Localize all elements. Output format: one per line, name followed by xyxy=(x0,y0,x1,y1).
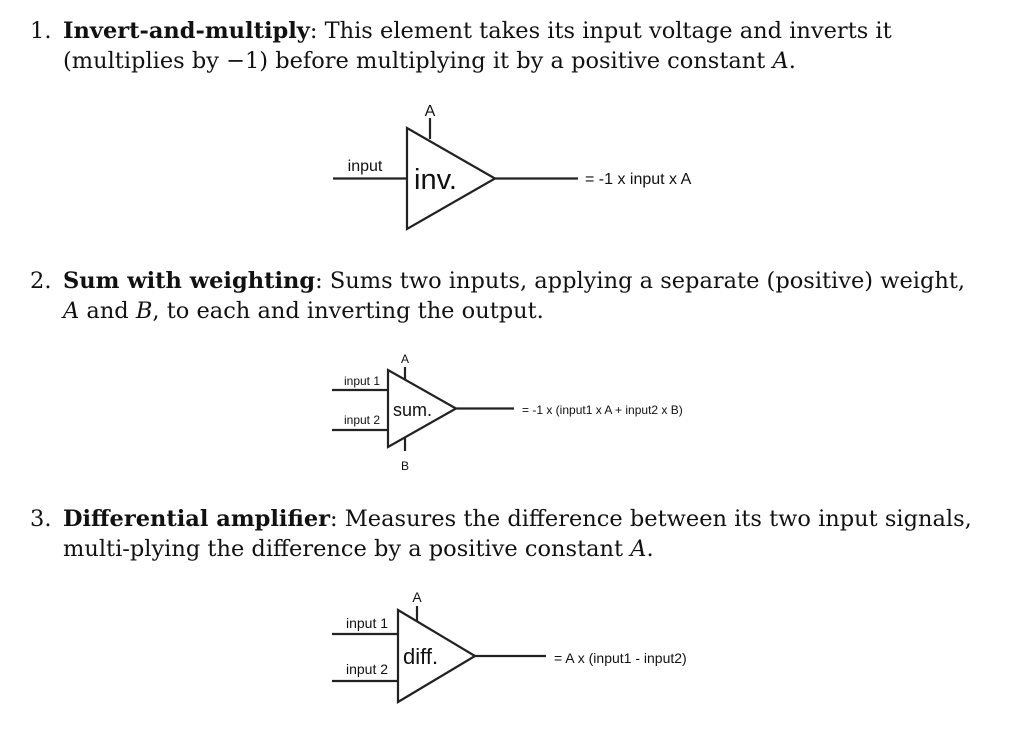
differential-gain-label: A xyxy=(412,589,422,605)
inverter-input-label: input xyxy=(348,158,383,175)
inverter-output-expression: = -1 x input x A xyxy=(585,171,692,188)
differential-triangle xyxy=(396,608,478,704)
inverter-diagram: A input inv. = -1 x input x A xyxy=(333,103,692,231)
summer-input1-label: input 1 xyxy=(344,374,380,388)
symbol-b: B xyxy=(135,298,153,324)
item-paragraph: Sum with weighting: Sums two inputs, app… xyxy=(63,268,966,324)
item-paragraph: Invert-and-multiply: This element takes … xyxy=(63,18,892,74)
symbol-a: A xyxy=(772,48,789,74)
inverter-block-label: inv. xyxy=(414,164,457,196)
summer-gain-a-label: A xyxy=(401,352,409,366)
summer-input2-label: input 2 xyxy=(344,413,380,427)
summer-triangle xyxy=(386,368,459,449)
list-item-invert-and-multiply: 1. Invert-and-multiply: This element tak… xyxy=(30,16,980,76)
differential-input2-label: input 2 xyxy=(346,661,388,677)
differential-block-label: diff. xyxy=(403,644,438,669)
list-item-differential-amplifier: 3. Differential amplifier: Measures the … xyxy=(30,504,980,564)
symbol-a: A xyxy=(63,298,80,324)
summer-output-expression: = -1 x (input1 x A + input2 x B) xyxy=(522,403,683,417)
item-description: Sums two inputs, applying a separate (po… xyxy=(329,268,966,294)
symbol-a: A xyxy=(630,536,647,562)
list-item-sum-with-weighting: 2. Sum with weighting: Sums two inputs, … xyxy=(30,266,980,326)
item-description: This element takes its input voltage and… xyxy=(63,18,892,74)
differential-input1-label: input 1 xyxy=(346,615,388,631)
item-description-mid: and xyxy=(79,298,136,324)
item-term: Sum with weighting xyxy=(63,268,316,294)
summer-diagram: A B input 1 input 2 sum. = -1 x (input1 … xyxy=(332,352,683,473)
inverter-gain-label: A xyxy=(425,103,436,120)
differential-output-expression: = A x (input1 - input2) xyxy=(554,650,687,666)
item-term: Differential amplifier xyxy=(63,506,331,532)
item-description-end: , to each and inverting the output. xyxy=(152,298,544,324)
item-description-end: . xyxy=(646,536,654,562)
item-number: 2. xyxy=(30,268,52,294)
item-term: Invert-and-multiply xyxy=(63,18,310,44)
summer-block-label: sum. xyxy=(393,400,432,420)
item-number: 3. xyxy=(30,506,52,532)
summer-gain-b-label: B xyxy=(401,459,409,473)
item-paragraph: Differential amplifier: Measures the dif… xyxy=(63,506,972,562)
differential-diagram: A input 1 input 2 diff. = A x (input1 - … xyxy=(332,589,687,704)
item-description: Measures the difference between its two … xyxy=(63,506,972,562)
item-description-end: . xyxy=(788,48,796,74)
item-number: 1. xyxy=(30,18,52,44)
